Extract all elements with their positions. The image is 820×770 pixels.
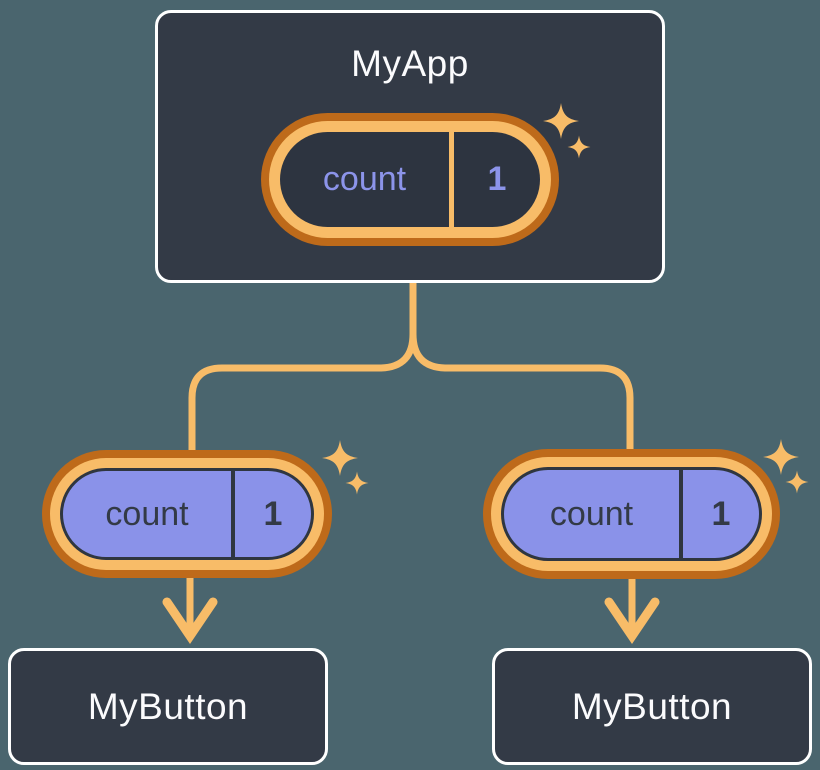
component-node-mybutton-right: MyButton [492, 648, 812, 765]
sparkle-icon [763, 439, 799, 475]
state-name-label: count [322, 160, 407, 198]
state-value-label: 1 [231, 471, 311, 557]
state-value-label: 1 [449, 132, 540, 227]
state-name-label: count [105, 494, 189, 533]
state-pill-right: count 1 [483, 449, 780, 579]
component-label: MyButton [571, 685, 733, 727]
state-pill-left: count 1 [42, 450, 332, 578]
branch-right-line [409, 282, 634, 453]
component-label: MyApp [351, 43, 469, 84]
sparkle-icon [785, 470, 809, 494]
arrowhead-icon [604, 597, 660, 645]
branch-left-line [188, 282, 417, 455]
component-node-myapp: MyApp count 1 [155, 10, 665, 283]
arrow-down-right [604, 578, 660, 645]
component-label: MyButton [87, 685, 249, 727]
state-pill-root: count 1 [261, 113, 559, 246]
sparkle-icon [345, 471, 369, 495]
arrowhead-icon [162, 597, 218, 645]
state-value-label: 1 [679, 470, 759, 558]
arrow-down-left [162, 576, 218, 645]
sparkle-icon [322, 440, 358, 476]
component-node-mybutton-left: MyButton [8, 648, 328, 765]
state-name-label: count [549, 494, 634, 533]
